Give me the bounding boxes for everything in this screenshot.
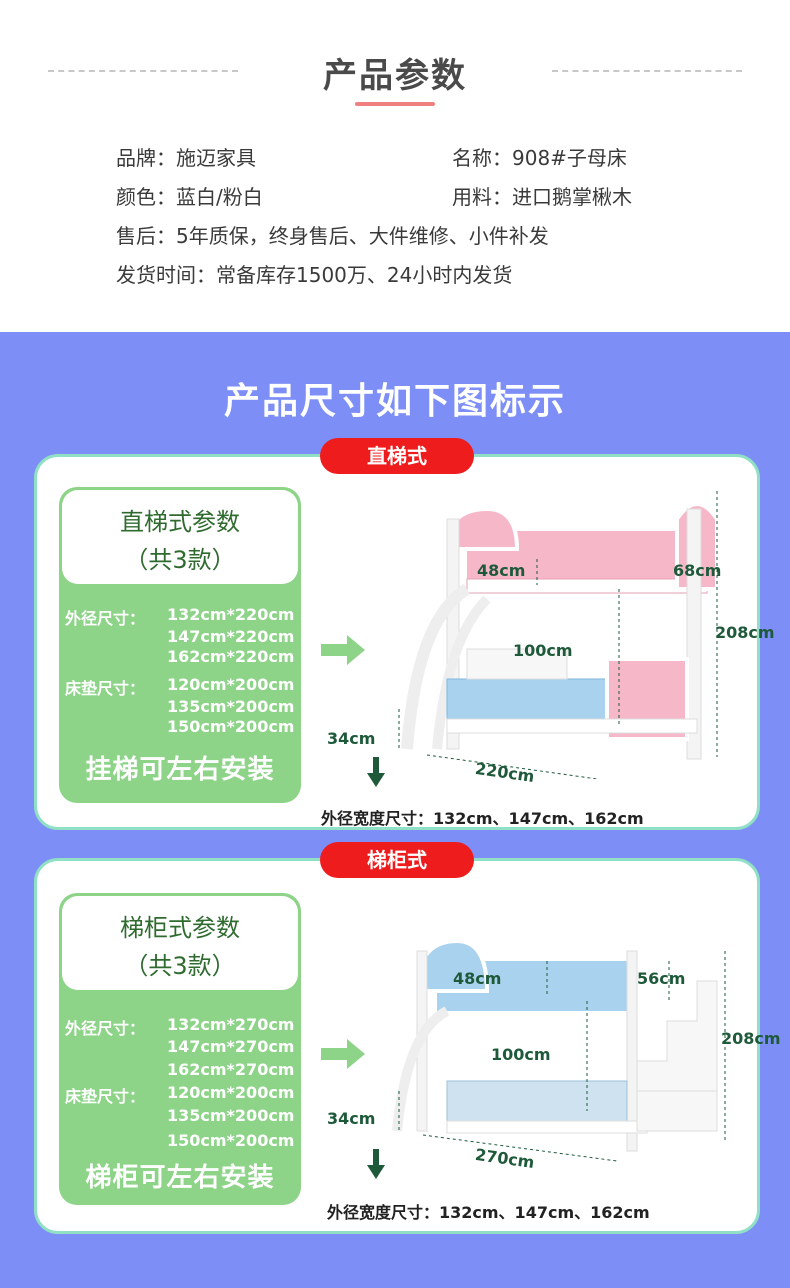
outer-size: 132cm*220cm xyxy=(167,605,295,624)
bunk-bed-blue-image xyxy=(392,938,726,1162)
outer-label: 外径尺寸： xyxy=(65,1019,146,1038)
outer-size: 132cm*270cm xyxy=(167,1015,295,1034)
spec-footer: 挂梯可左右安装 xyxy=(85,755,275,785)
dim-floor-height: 34cm xyxy=(327,1109,376,1128)
outer-size: 147cm*270cm xyxy=(167,1037,295,1056)
mattress-size: 150cm*200cm xyxy=(167,717,295,736)
title-underline xyxy=(355,102,435,106)
card-straight-ladder: 直梯式参数 （共3款） 外径尺寸： 132cm*220cm 147cm*220c… xyxy=(34,454,775,830)
spec-head: 直梯式参数 （共3款） xyxy=(62,490,298,584)
spec-title: 直梯式参数 xyxy=(120,508,240,536)
width-note: 外径宽度尺寸：132cm、147cm、162cm xyxy=(321,809,644,828)
outer-size: 162cm*220cm xyxy=(167,647,295,666)
outer-label: 外径尺寸： xyxy=(65,609,146,628)
dim-head-height: 68cm xyxy=(673,561,722,580)
arrow-down-icon xyxy=(367,1149,385,1179)
card-cabinet-ladder: 梯柜式参数 （共3款） 外径尺寸： 132cm*270cm 147cm*270c… xyxy=(34,858,781,1234)
dim-middle-height: 100cm xyxy=(513,641,573,660)
param-shipping: 发货时间：常备库存1500万、24小时内发货 xyxy=(116,263,513,287)
sizes-title: 产品尺寸如下图标示 xyxy=(223,381,566,422)
mattress-size: 135cm*200cm xyxy=(167,697,295,716)
arrow-right-icon xyxy=(321,635,365,665)
spec-panel: 直梯式参数 （共3款） 外径尺寸： 132cm*220cm 147cm*220c… xyxy=(59,487,301,803)
divider-left xyxy=(48,70,238,72)
spec-head: 梯柜式参数 （共3款） xyxy=(62,896,298,990)
arrow-right-icon xyxy=(321,1039,365,1069)
spec-count: （共3款） xyxy=(124,952,236,980)
mattress-size: 120cm*200cm xyxy=(167,675,295,694)
tag-cabinet-ladder: 梯柜式 xyxy=(320,842,474,878)
width-note: 外径宽度尺寸：132cm、147cm、162cm xyxy=(327,1203,650,1222)
dim-head-height: 56cm xyxy=(637,969,686,988)
param-name: 名称：908#子母床 xyxy=(452,146,627,170)
outer-size: 147cm*220cm xyxy=(167,627,295,646)
spec-title: 梯柜式参数 xyxy=(120,914,240,942)
tag-straight-ladder: 直梯式 xyxy=(320,438,474,474)
dim-rail-height: 48cm xyxy=(453,969,502,988)
outer-size: 162cm*270cm xyxy=(167,1060,295,1079)
dim-total-height: 208cm xyxy=(715,623,775,642)
param-material: 用料：进口鹅掌楸木 xyxy=(452,185,632,209)
mattress-size: 135cm*200cm xyxy=(167,1106,295,1125)
dim-middle-height: 100cm xyxy=(491,1045,551,1064)
spec-count: （共3款） xyxy=(124,546,236,574)
mattress-size: 150cm*200cm xyxy=(167,1131,295,1150)
params-title-row: 产品参数 xyxy=(0,48,790,98)
dim-rail-height: 48cm xyxy=(477,561,526,580)
param-brand: 品牌：施迈家具 xyxy=(116,146,256,170)
mattress-label: 床垫尺寸： xyxy=(65,1087,146,1106)
mattress-label: 床垫尺寸： xyxy=(65,679,146,698)
arrow-down-icon xyxy=(367,757,385,787)
params-title: 产品参数 xyxy=(323,56,467,96)
spec-footer: 梯柜可左右安装 xyxy=(85,1163,275,1193)
dim-floor-height: 34cm xyxy=(327,729,376,748)
spec-panel: 梯柜式参数 （共3款） 外径尺寸： 132cm*270cm 147cm*270c… xyxy=(59,893,301,1205)
param-color: 颜色：蓝白/粉白 xyxy=(116,185,263,209)
dim-total-height: 208cm xyxy=(721,1029,781,1048)
mattress-size: 120cm*200cm xyxy=(167,1083,295,1102)
param-after-sales: 售后：5年质保，终身售后、大件维修、小件补发 xyxy=(116,224,549,248)
bunk-bed-pink-image xyxy=(398,491,719,779)
divider-right xyxy=(552,70,742,72)
product-params-section: 产品参数 品牌：施迈家具 名称：908#子母床 颜色：蓝白/粉白 用料：进口鹅掌… xyxy=(0,0,790,332)
